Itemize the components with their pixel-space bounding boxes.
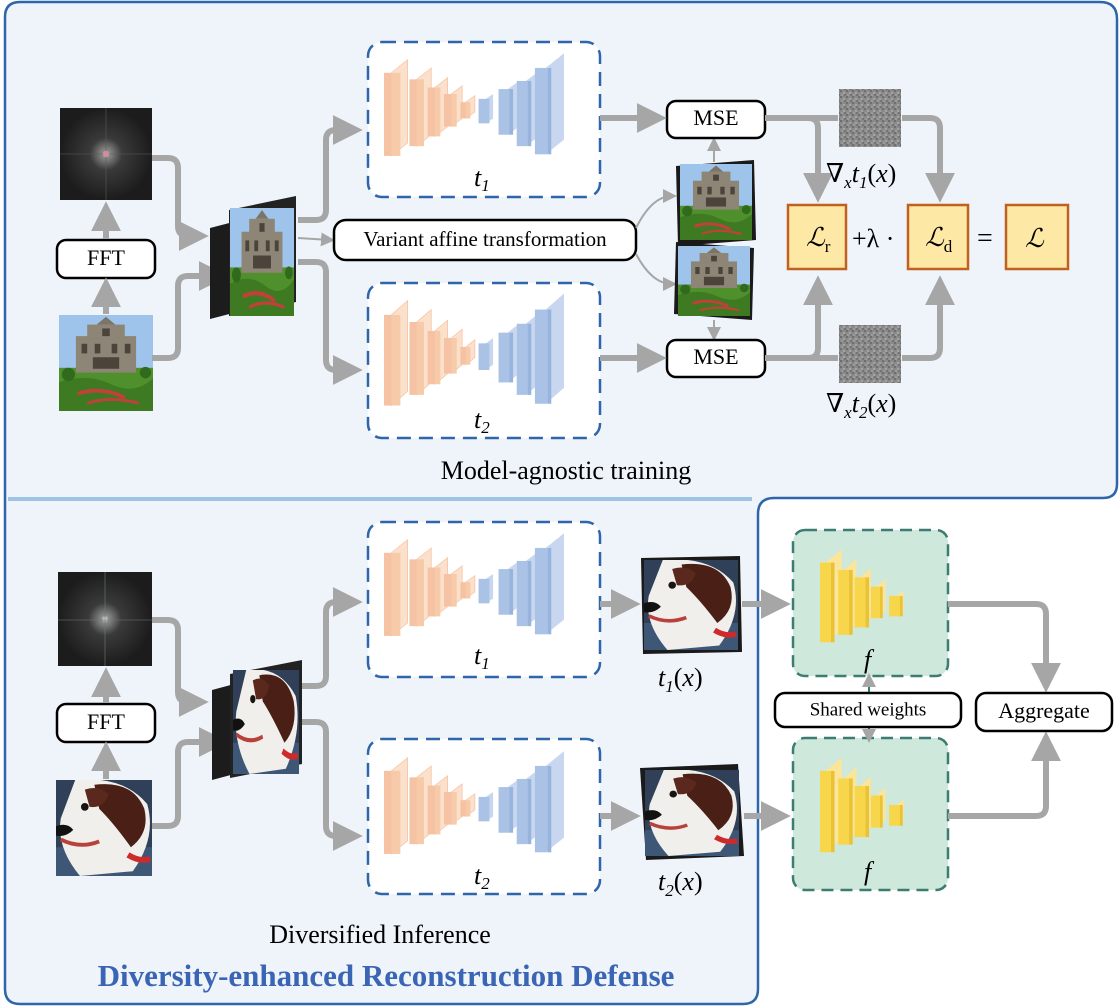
inference-section-title: Diversified Inference	[269, 920, 491, 949]
loss-d-box	[906, 203, 970, 271]
t1-output-image	[641, 556, 742, 654]
t2-label-bottom: t2	[474, 861, 490, 893]
fft-label-top: FFT	[87, 245, 125, 270]
shared-weights-box	[773, 691, 963, 729]
f-label-top: f	[864, 645, 875, 674]
t1-output-label: t1(x)	[658, 663, 703, 696]
loss-total-label: ℒ	[1025, 224, 1045, 253]
transformed-image-2	[674, 242, 754, 320]
t2-output-image	[640, 764, 744, 860]
mse-label-bottom: MSE	[693, 344, 738, 369]
t1-label-top: t1	[474, 163, 490, 195]
loss-d-label: ℒd	[925, 223, 953, 256]
plus-lambda: +λ ·	[852, 224, 894, 253]
f-label-bottom: f	[864, 857, 875, 886]
training-section-title: Model-agnostic training	[441, 456, 692, 485]
stacked-input-bottom	[212, 660, 302, 780]
t1-label-bottom: t1	[474, 641, 490, 673]
gradient-noise-image-1	[839, 89, 901, 147]
gradient-noise-image-2	[839, 325, 901, 383]
grad-t1-label: ∇xt1(x)	[826, 159, 896, 192]
transformed-image-1	[676, 160, 756, 246]
aggregate-box	[974, 691, 1114, 733]
fft-label-bottom: FFT	[87, 709, 125, 734]
main-title: Diversity-enhanced Reconstruction Defens…	[98, 958, 675, 993]
dog-photo	[56, 779, 152, 876]
mse-label-top: MSE	[693, 105, 738, 130]
loss-total-box	[1004, 203, 1070, 271]
grad-t2-label: ∇xt2(x)	[826, 389, 896, 422]
equals-sign: =	[977, 223, 993, 254]
loss-r-box	[786, 203, 848, 271]
t2-label-top: t2	[474, 405, 490, 437]
loss-r-label: ℒr	[806, 223, 831, 256]
t2-output-label: t2(x)	[658, 867, 703, 900]
stacked-input-top	[210, 196, 296, 319]
variant-affine-box	[332, 218, 638, 262]
aggregate-label: Aggregate	[998, 698, 1090, 723]
church-photo	[59, 315, 153, 411]
variant-affine-label: Variant affine transformation	[363, 227, 607, 251]
shared-weights-label: Shared weights	[810, 699, 927, 720]
